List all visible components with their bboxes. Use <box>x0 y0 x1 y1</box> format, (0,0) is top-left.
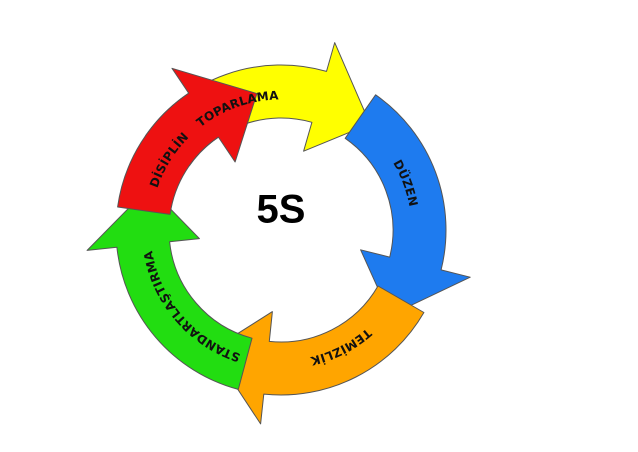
segment-arrow-standartlastirma <box>86 186 253 390</box>
segment-arrow-duzen <box>344 94 471 316</box>
segment-arrow-disiplin <box>117 67 258 215</box>
center-label: 5S <box>257 188 306 232</box>
segment-arrow-temizlik <box>211 285 425 425</box>
